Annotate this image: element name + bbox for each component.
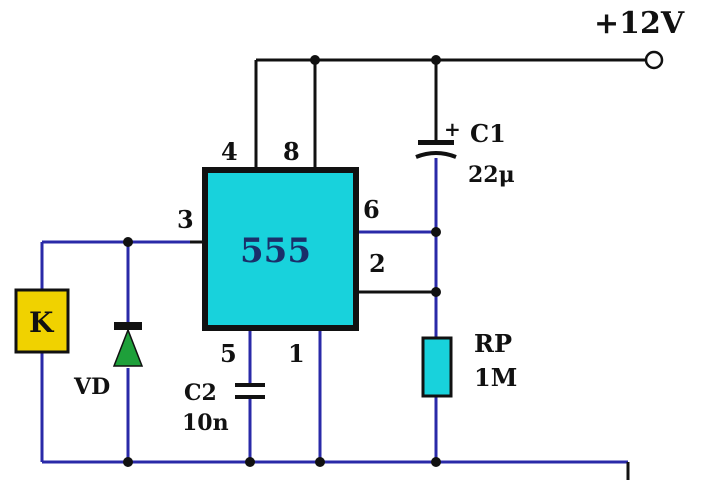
- junction-dot: [123, 457, 133, 467]
- junction-dot: [431, 55, 441, 65]
- c1-name: C1: [470, 119, 506, 148]
- pin-6-label: 6: [363, 195, 380, 224]
- junction-dot: [431, 227, 441, 237]
- c1-plate-bottom: [415, 151, 457, 159]
- ic-label: 555: [240, 231, 311, 271]
- relay-k: [14, 288, 70, 354]
- diode-triangle: [112, 327, 144, 367]
- c1-value: 22μ: [468, 162, 515, 188]
- relay-label: K: [29, 306, 55, 339]
- junction-dot: [310, 55, 320, 65]
- diode-vd: [112, 322, 144, 367]
- junction-dot: [431, 287, 441, 297]
- pin-1-label: 1: [288, 339, 305, 368]
- supply-wires: [190, 58, 646, 294]
- supply-terminal: [644, 50, 664, 70]
- pin-4-label: 4: [221, 137, 238, 166]
- junction-dot: [315, 457, 325, 467]
- diode-label: VD: [73, 374, 110, 400]
- rp-name: RP: [474, 329, 512, 358]
- c2-name: C2: [184, 380, 217, 406]
- pin-3-label: 3: [177, 205, 194, 234]
- junction-dot: [245, 457, 255, 467]
- c1-polarity: +: [444, 117, 461, 141]
- c2-value: 10n: [182, 410, 229, 436]
- resistor-rp: [421, 336, 453, 398]
- junction-dot: [431, 457, 441, 467]
- diode-cathode-bar: [114, 322, 142, 330]
- pin-5-label: 5: [220, 339, 237, 368]
- capacitor-c2: [235, 383, 265, 399]
- c1-plate-top: [418, 140, 454, 145]
- ic-555-body: [202, 167, 359, 331]
- capacitor-c1: [415, 140, 457, 159]
- pin-2-label: 2: [369, 249, 386, 278]
- supply-label: +12V: [594, 6, 685, 41]
- signal-wires: [40, 158, 630, 480]
- pin-8-label: 8: [283, 137, 300, 166]
- junctions: [123, 55, 441, 467]
- rp-value: 1M: [474, 363, 517, 392]
- junction-dot: [123, 237, 133, 247]
- c2-plate-top: [235, 383, 265, 387]
- c2-plate-bottom: [235, 395, 265, 399]
